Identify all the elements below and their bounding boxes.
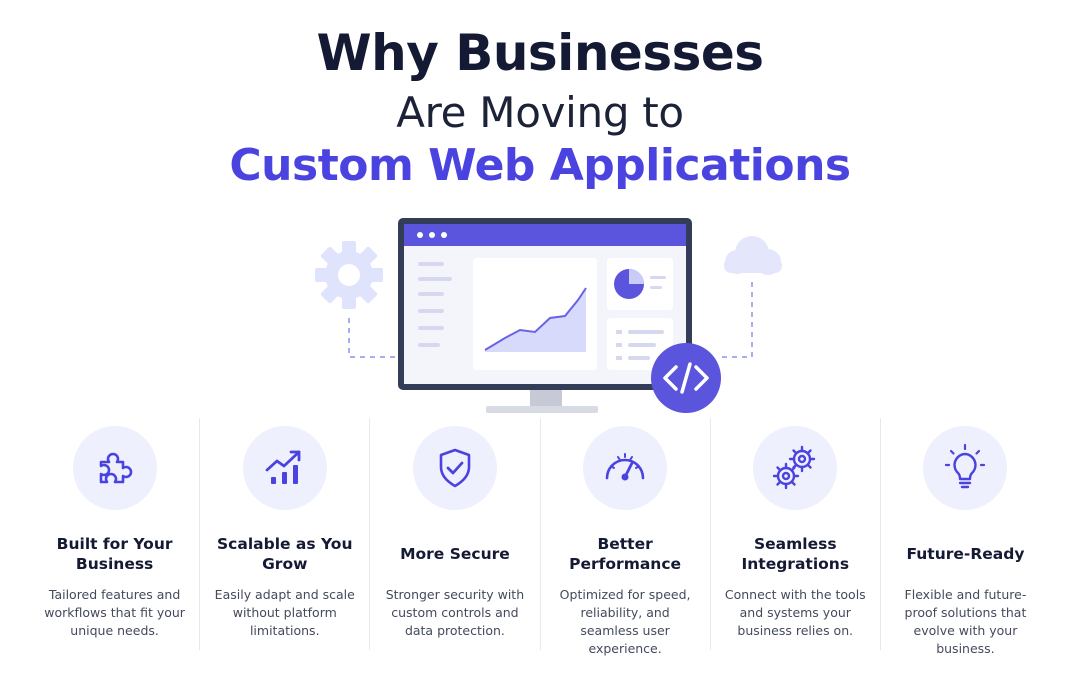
feature-scalable: Scalable as You Grow Easily adapt and sc… xyxy=(199,418,369,650)
lightbulb-icon xyxy=(945,443,986,489)
puzzle-icon xyxy=(99,452,132,484)
code-icon xyxy=(651,343,721,413)
features-row: Built for Your Business Tailored feature… xyxy=(30,418,1050,656)
feature-icon-circle xyxy=(923,426,1008,510)
feature-title: Seamless Integrations xyxy=(741,535,850,573)
line-chart-icon xyxy=(484,287,587,352)
connector-left xyxy=(348,318,400,358)
cloud-icon xyxy=(724,236,782,275)
feature-description: Stronger security with custom controls a… xyxy=(385,587,525,638)
feature-description: Flexible and future-proof solutions that… xyxy=(904,587,1027,656)
feature-title: Scalable as You Grow xyxy=(217,535,353,573)
feature-icon-circle xyxy=(753,426,838,510)
feature-title: More Secure xyxy=(400,545,510,563)
feature-description: Easily adapt and scale without platform … xyxy=(214,587,355,638)
feature-icon-circle xyxy=(583,426,668,510)
feature-title: Built for Your Business xyxy=(56,535,173,573)
monitor-icon xyxy=(398,218,692,413)
feature-more-secure: More Secure Stronger security with custo… xyxy=(369,418,539,650)
pie-chart-icon xyxy=(614,269,644,299)
connector-right xyxy=(718,282,753,358)
gear-icon xyxy=(315,241,383,309)
feature-description: Connect with the tools and systems your … xyxy=(724,587,866,638)
feature-icon-circle xyxy=(72,426,157,510)
feature-title: Future-Ready xyxy=(906,545,1025,563)
feature-description: Tailored features and workflows that fit… xyxy=(44,587,185,638)
feature-icon-circle xyxy=(412,426,497,510)
feature-seamless-integrations: Seamless Integrations Connect with the t… xyxy=(709,418,880,650)
growth-chart-icon xyxy=(265,450,301,484)
headline-line-2: Are Moving to xyxy=(396,88,684,137)
feature-title: Better Performance xyxy=(569,535,682,573)
feature-future-ready: Future-Ready Flexible and future-proof s… xyxy=(879,418,1050,656)
feature-icon-circle xyxy=(242,426,327,510)
feature-description: Optimized for speed, reliability, and se… xyxy=(559,587,691,656)
headline-line-3: Custom Web Applications xyxy=(229,140,851,191)
feature-better-performance: Better Performance Optimized for speed, … xyxy=(539,418,710,656)
speedometer-icon xyxy=(605,453,645,481)
shield-check-icon xyxy=(439,448,471,488)
gears-icon xyxy=(773,445,816,490)
headline-line-1: Why Businesses xyxy=(316,24,764,82)
feature-built-for-business: Built for Your Business Tailored feature… xyxy=(30,418,199,650)
